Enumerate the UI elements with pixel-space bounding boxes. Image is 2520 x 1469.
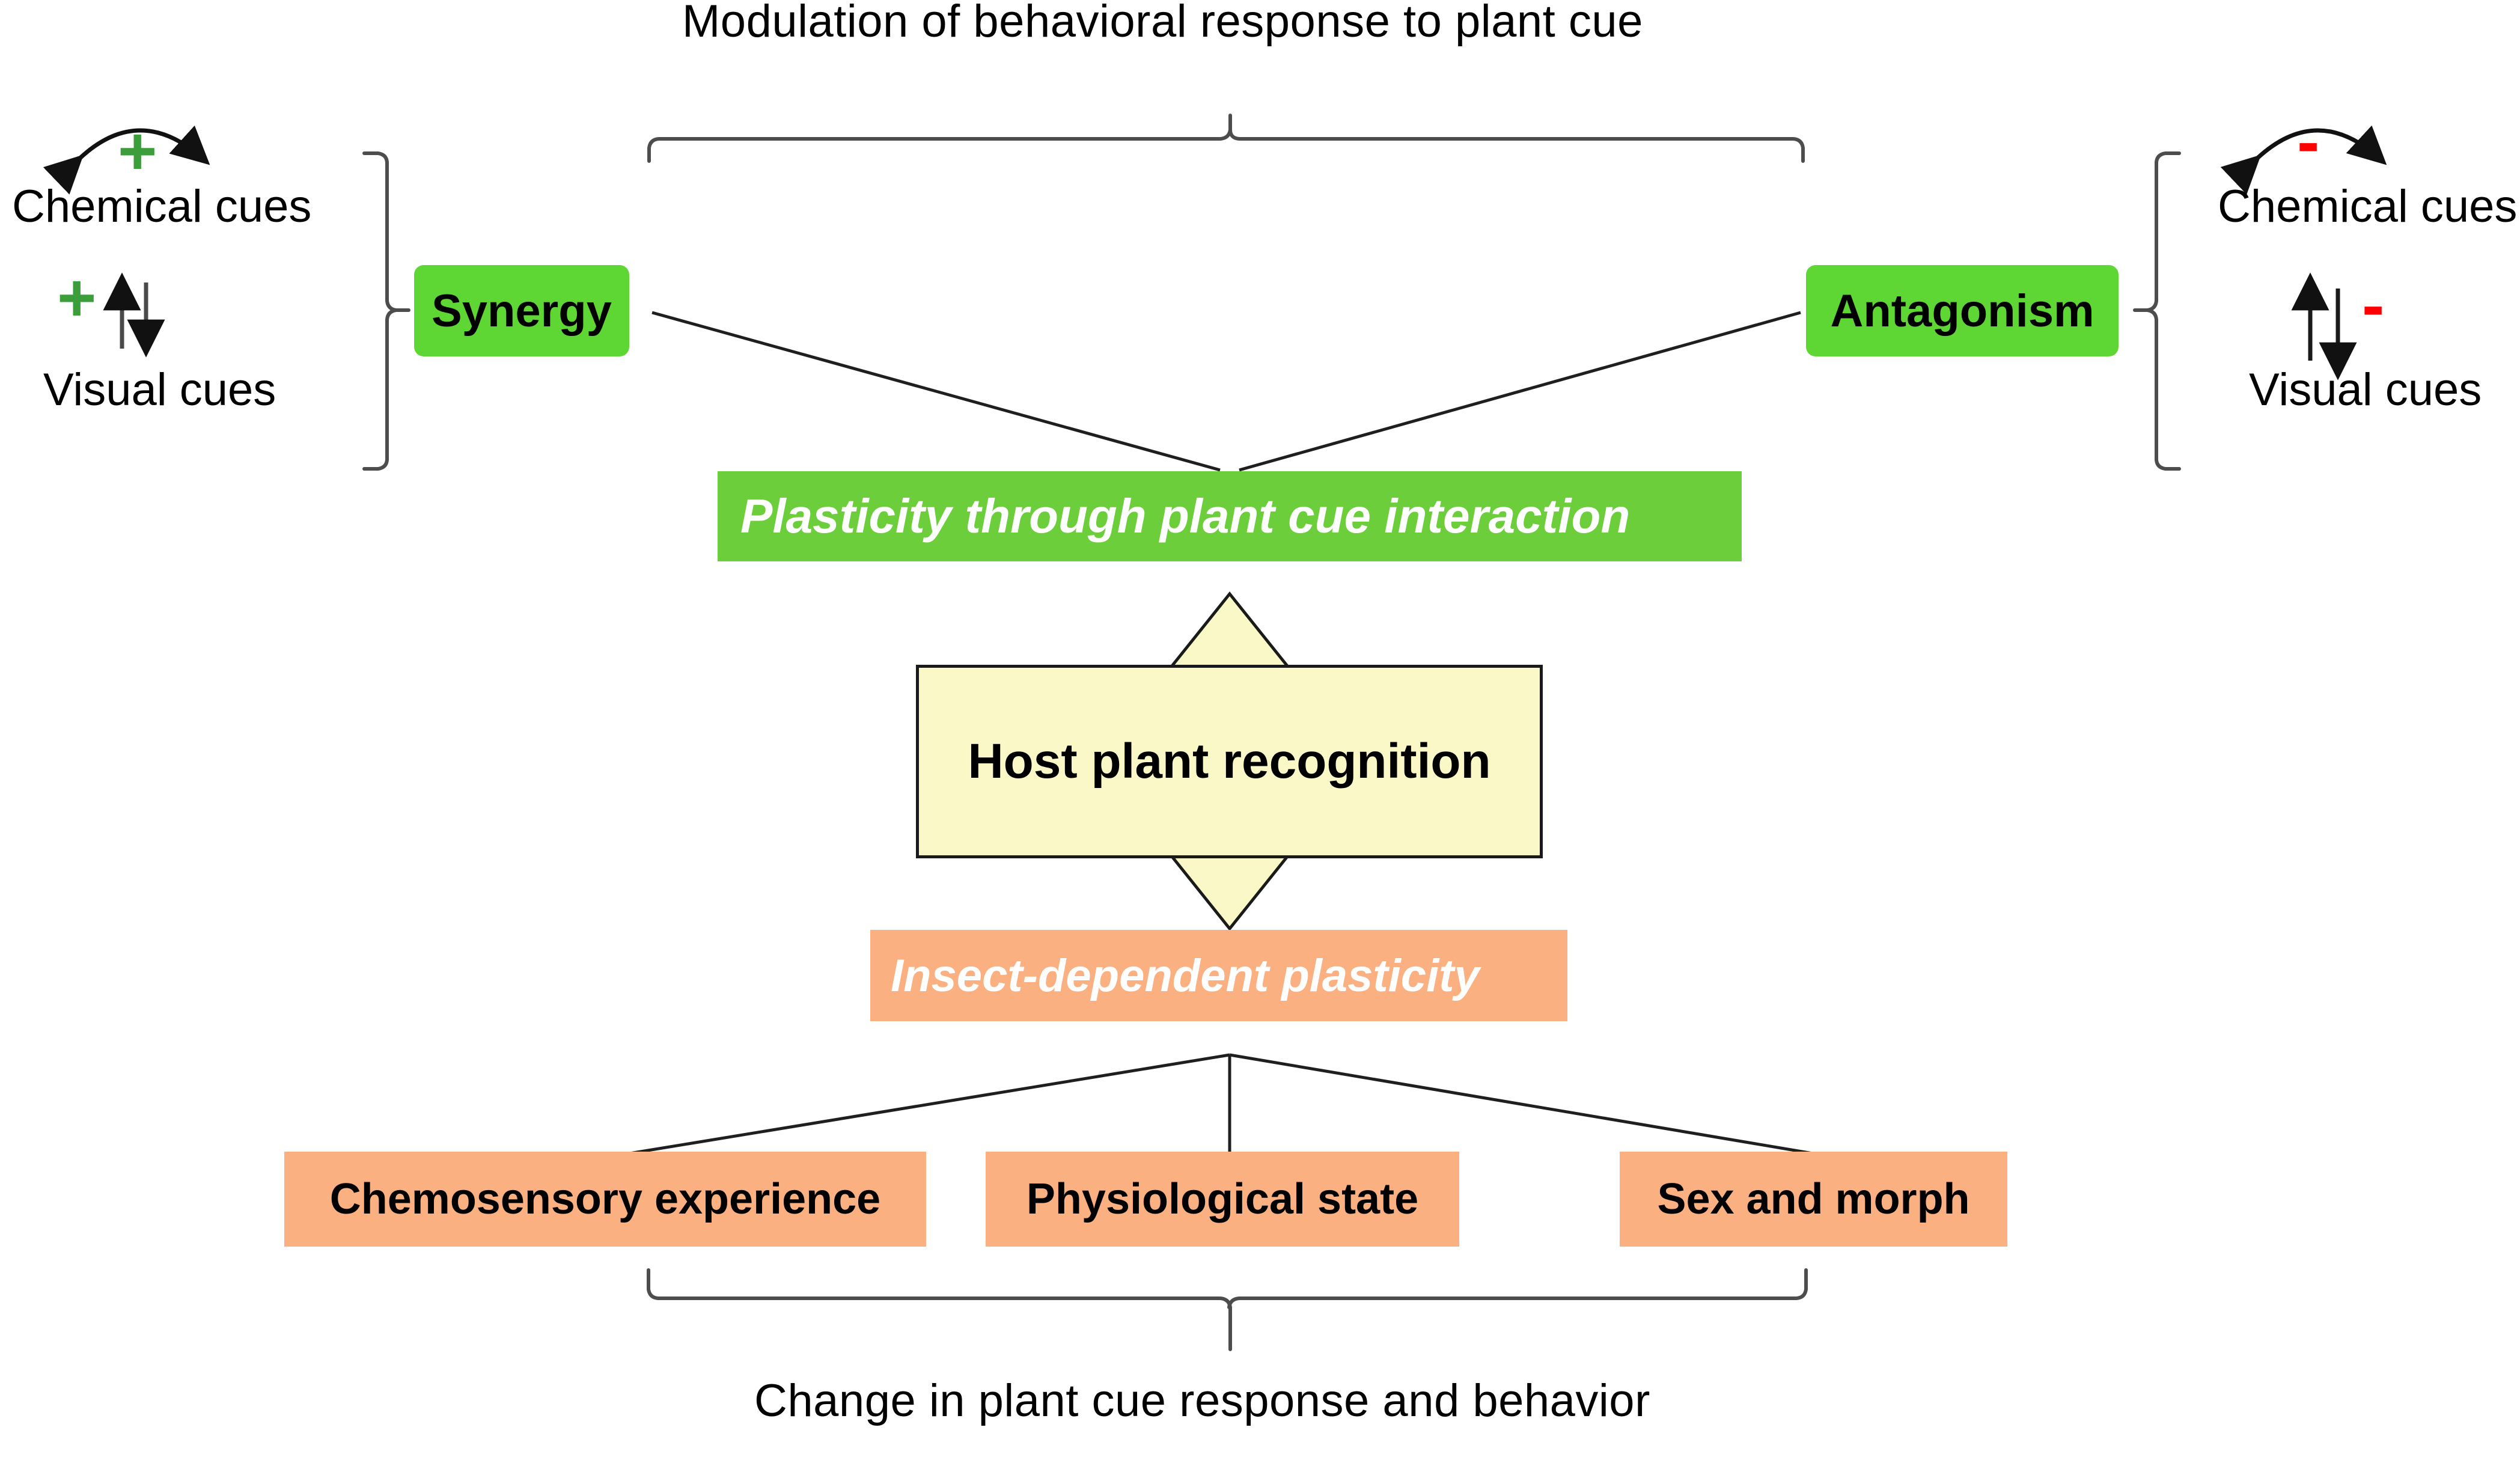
factor-label-sex-and-morph: Sex and morph (1657, 1175, 1970, 1223)
factor-label-chemosensory-experience: Chemosensory experience (329, 1175, 881, 1223)
plasticity-interaction-label: Plasticity through plant cue interaction (740, 489, 1631, 543)
left-arc-plus-sign: + (118, 114, 157, 189)
factor-box-chemosensory-experience[interactable]: Chemosensory experience (284, 1152, 926, 1247)
left-cue-bracket (362, 151, 410, 471)
line-to-chemosensory (614, 1053, 1230, 1158)
factor-box-sex-and-morph[interactable]: Sex and morph (1620, 1152, 2007, 1247)
top-caption: Modulation of behavioral response to pla… (682, 0, 1643, 47)
antagonism-box[interactable]: Antagonism (1806, 265, 2119, 356)
right-arc-minus-sign: - (2297, 104, 2320, 179)
insect-dependent-plasticity-label: Insect-dependent plasticity (891, 950, 1480, 1001)
antagonism-label: Antagonism (1830, 285, 2094, 337)
host-plant-recognition-label: Host plant recognition (968, 734, 1491, 789)
left-chemical-cues-label: Chemical cues (12, 181, 312, 232)
right-chemical-self-arc-arrow (2220, 125, 2387, 195)
factor-box-physiological-state[interactable]: Physiological state (986, 1152, 1459, 1247)
plasticity-through-plant-cue-interaction-box[interactable]: Plasticity through plant cue interaction (718, 471, 1742, 561)
synergy-box[interactable]: Synergy (414, 265, 629, 356)
bottom-span-bracket (647, 1268, 1808, 1351)
left-vertical-plus-sign: + (57, 260, 97, 335)
right-cue-bidirectional-arrows (2291, 272, 2357, 380)
line-antagonism-to-plasticity (1239, 311, 1801, 472)
line-to-sexmorph (1229, 1053, 1828, 1158)
insect-factor-lines (614, 1053, 1828, 1158)
line-synergy-to-plasticity (651, 311, 1221, 472)
left-visual-cues-label: Visual cues (43, 364, 276, 415)
top-span-bracket (647, 114, 1805, 163)
right-chemical-cues-label: Chemical cues (2218, 181, 2518, 232)
left-cue-bidirectional-arrows (103, 272, 165, 358)
synergy-label: Synergy (432, 285, 612, 337)
right-vertical-minus-sign: - (2362, 267, 2385, 343)
bottom-caption: Change in plant cue response and behavio… (754, 1375, 1650, 1426)
insect-dependent-plasticity-box[interactable]: Insect-dependent plasticity (870, 930, 1567, 1021)
plasticity-converge-lines (651, 311, 1801, 472)
factor-label-physiological-state: Physiological state (1026, 1175, 1419, 1223)
right-visual-cues-label: Visual cues (2249, 364, 2482, 415)
left-chemical-self-arc-arrow (43, 125, 210, 195)
right-cue-bracket (2133, 151, 2181, 471)
host-plant-recognition-box[interactable]: Host plant recognition (916, 665, 1543, 858)
